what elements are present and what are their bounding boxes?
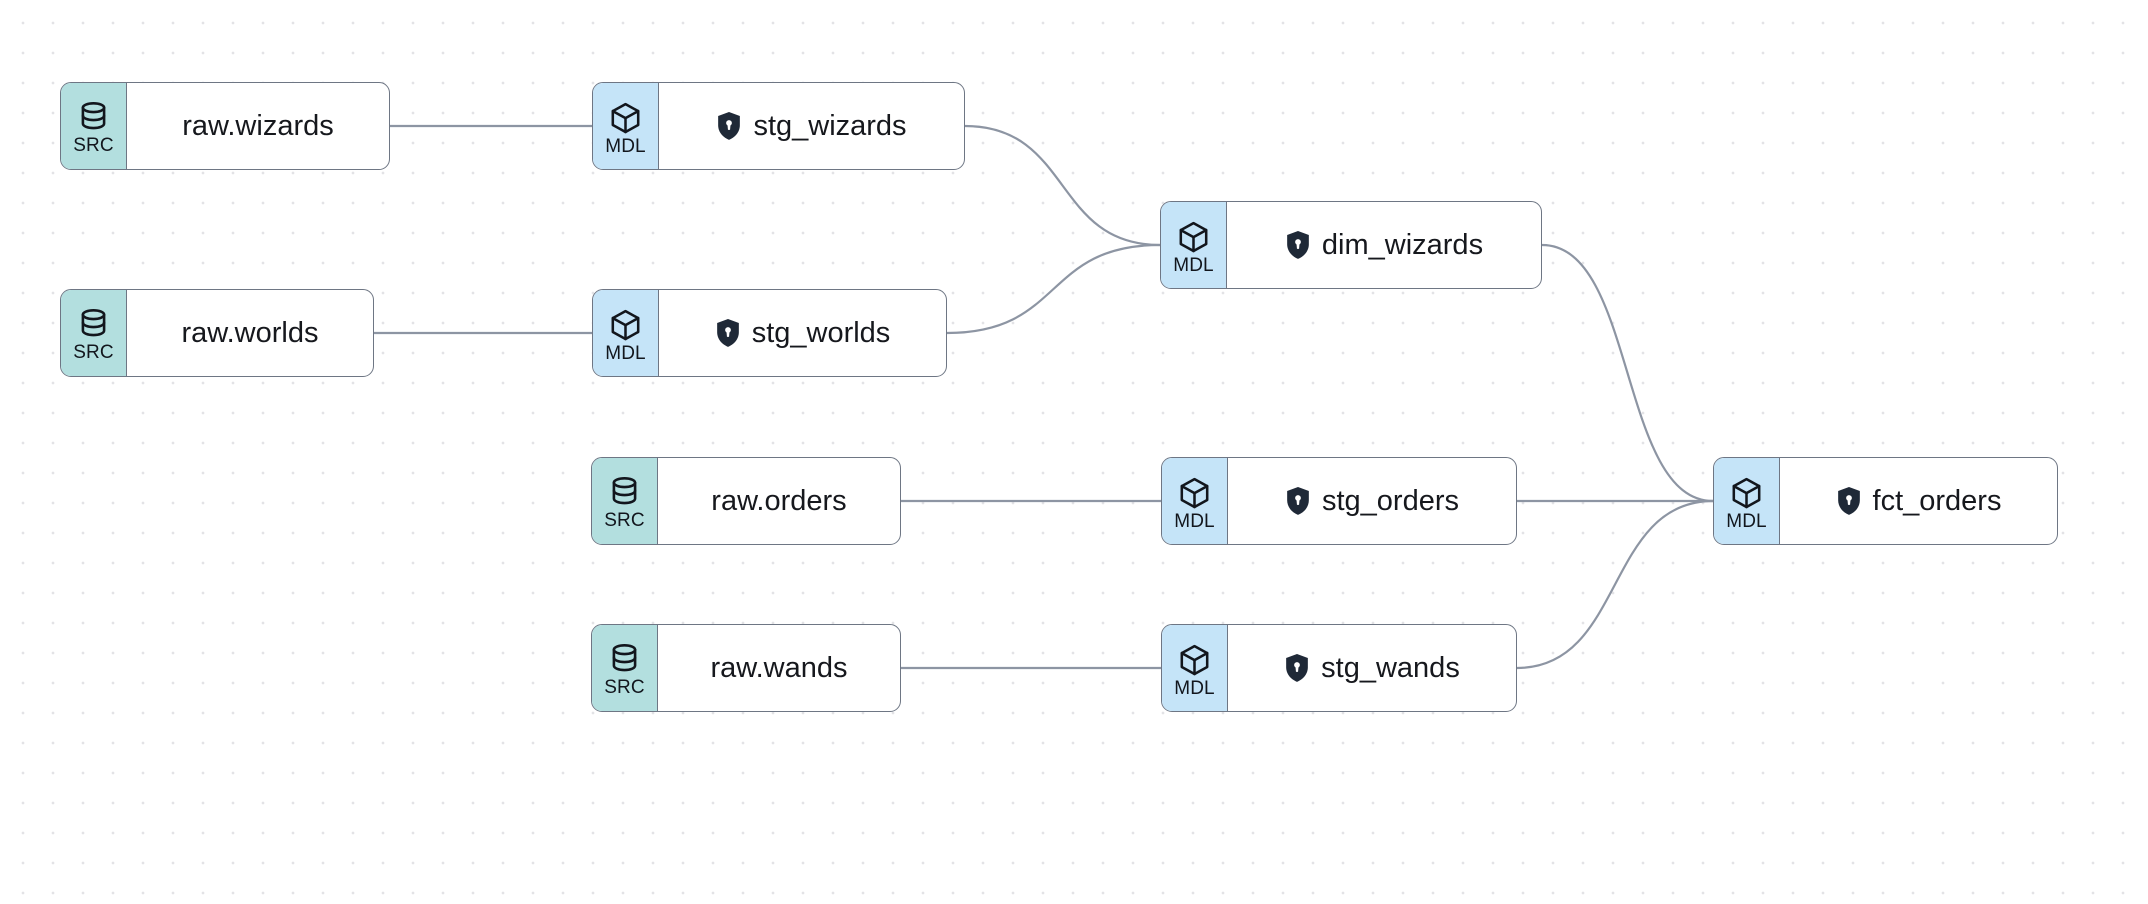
node-stg_orders[interactable]: MDL stg_orders [1161, 457, 1517, 545]
node-badge-label: SRC [604, 510, 645, 531]
database-icon [78, 101, 109, 135]
shield-lock-icon [716, 111, 742, 141]
shield-lock-icon [1284, 653, 1310, 683]
node-body-stg_wizards: stg_wizards [659, 83, 964, 169]
node-body-raw_worlds: raw.worlds [127, 290, 373, 376]
node-stg_wizards[interactable]: MDL stg_wizards [592, 82, 965, 170]
cube-icon [609, 308, 642, 343]
cube-icon [1178, 643, 1211, 678]
node-badge-label: MDL [605, 342, 646, 364]
node-title: dim_wizards [1321, 229, 1484, 261]
node-raw_worlds[interactable]: SRC raw.worlds [60, 289, 374, 377]
node-badge-label: SRC [73, 342, 114, 363]
node-title: raw.wizards [182, 110, 334, 142]
node-fct_orders[interactable]: MDL fct_orders [1713, 457, 2058, 545]
node-badge-stg_orders: MDL [1162, 458, 1228, 544]
node-badge-raw_orders: SRC [592, 458, 658, 544]
node-body-stg_worlds: stg_worlds [659, 290, 946, 376]
node-badge-stg_worlds: MDL [593, 290, 659, 376]
node-body-stg_wands: stg_wands [1228, 625, 1516, 711]
node-title: fct_orders [1872, 485, 2002, 517]
node-badge-label: MDL [1726, 510, 1767, 532]
node-title: raw.orders [711, 485, 847, 517]
node-title: stg_worlds [751, 317, 891, 349]
node-badge-label: MDL [1174, 510, 1215, 532]
cube-icon [1730, 476, 1763, 511]
node-badge-label: MDL [605, 135, 646, 157]
shield-lock-icon [1285, 230, 1311, 260]
shield-lock-icon [1836, 486, 1862, 516]
node-title: stg_wizards [753, 110, 907, 142]
node-badge-stg_wizards: MDL [593, 83, 659, 169]
node-raw_wands[interactable]: SRC raw.wands [591, 624, 901, 712]
database-icon [609, 476, 640, 510]
node-badge-dim_wizards: MDL [1161, 202, 1227, 288]
shield-lock-icon [715, 318, 741, 348]
node-body-raw_wizards: raw.wizards [127, 83, 389, 169]
node-body-fct_orders: fct_orders [1780, 458, 2057, 544]
node-badge-raw_worlds: SRC [61, 290, 127, 376]
node-title: raw.worlds [181, 317, 319, 349]
node-body-raw_wands: raw.wands [658, 625, 900, 711]
node-badge-fct_orders: MDL [1714, 458, 1780, 544]
node-badge-raw_wizards: SRC [61, 83, 127, 169]
node-badge-label: MDL [1173, 254, 1214, 276]
database-icon [78, 308, 109, 342]
shield-lock-icon [1285, 486, 1311, 516]
node-body-stg_orders: stg_orders [1228, 458, 1516, 544]
node-body-raw_orders: raw.orders [658, 458, 900, 544]
node-title: stg_orders [1321, 485, 1459, 517]
cube-icon [1177, 220, 1210, 255]
node-badge-stg_wands: MDL [1162, 625, 1228, 711]
node-stg_wands[interactable]: MDL stg_wands [1161, 624, 1517, 712]
cube-icon [1178, 476, 1211, 511]
node-badge-label: MDL [1174, 677, 1215, 699]
node-dim_wizards[interactable]: MDL dim_wizards [1160, 201, 1542, 289]
node-badge-raw_wands: SRC [592, 625, 658, 711]
node-badge-label: SRC [604, 677, 645, 698]
node-title: stg_wands [1321, 652, 1460, 684]
database-icon [609, 643, 640, 677]
cube-icon [609, 101, 642, 136]
node-badge-label: SRC [73, 135, 114, 156]
node-body-dim_wizards: dim_wizards [1227, 202, 1541, 288]
node-raw_wizards[interactable]: SRC raw.wizards [60, 82, 390, 170]
node-title: raw.wands [710, 652, 848, 684]
node-stg_worlds[interactable]: MDL stg_worlds [592, 289, 947, 377]
node-raw_orders[interactable]: SRC raw.orders [591, 457, 901, 545]
